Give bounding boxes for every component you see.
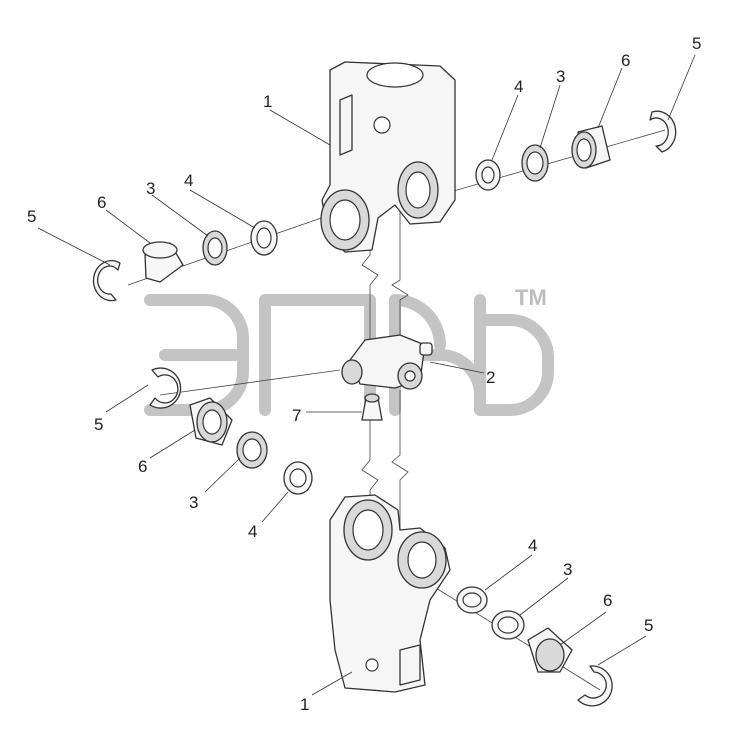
top-left-washer (250, 220, 278, 256)
leader-lines (37, 54, 696, 696)
top-left-seal (202, 230, 228, 266)
callout-mid-left-seal: 3 (189, 493, 198, 512)
watermark-trademark: TM (515, 285, 547, 310)
bottom-right-seal (491, 610, 525, 640)
callout-top-right-circlip: 5 (692, 34, 701, 53)
top-right-circlip (649, 110, 677, 153)
callout-mid-left-bearing: 6 (138, 457, 147, 476)
callout-top-left-washer: 4 (184, 171, 193, 190)
callout-yoke-top: 1 (263, 92, 272, 111)
callout-mid-left-circlip: 5 (94, 415, 103, 434)
callout-bottom-right-circlip: 5 (644, 616, 653, 635)
callout-top-right-bearing: 6 (621, 51, 630, 70)
cross (341, 334, 433, 390)
top-right-bearing (571, 125, 611, 169)
callout-bottom-right-seal: 3 (563, 560, 572, 579)
callout-yoke-bottom: 1 (300, 695, 309, 714)
yoke-top (320, 61, 456, 253)
bottom-right-circlip (577, 665, 613, 707)
callout-top-right-washer: 4 (514, 77, 523, 96)
callout-mid-left-washer: 4 (248, 522, 257, 541)
top-right-seal (521, 144, 549, 182)
callout-grease-fitting: 7 (292, 406, 301, 425)
yoke-bottom (329, 494, 451, 693)
callout-top-left-bearing: 6 (97, 193, 106, 212)
callout-bottom-right-bearing: 6 (603, 591, 612, 610)
callout-top-left-circlip: 5 (27, 207, 36, 226)
top-left-bearing (142, 241, 184, 283)
mid-left-seal (236, 431, 268, 469)
watermark-logo: TM (144, 285, 554, 416)
callout-top-left-seal: 3 (146, 179, 155, 198)
callout-bottom-right-washer: 4 (528, 536, 537, 555)
top-right-washer (475, 159, 501, 191)
mid-left-circlip (149, 367, 182, 409)
mid-left-bearing (189, 397, 233, 446)
top-left-circlip (92, 260, 121, 302)
grease-fitting (361, 393, 383, 421)
bottom-right-washer (456, 586, 488, 614)
callout-cross: 2 (486, 368, 495, 387)
bottom-right-bearing (527, 627, 573, 673)
callout-top-right-seal: 3 (556, 67, 565, 86)
callout-labels: 1 4 3 6 5 4 3 6 5 2 7 5 6 3 4 4 3 6 5 1 (27, 34, 701, 714)
mid-left-washer (283, 461, 313, 495)
